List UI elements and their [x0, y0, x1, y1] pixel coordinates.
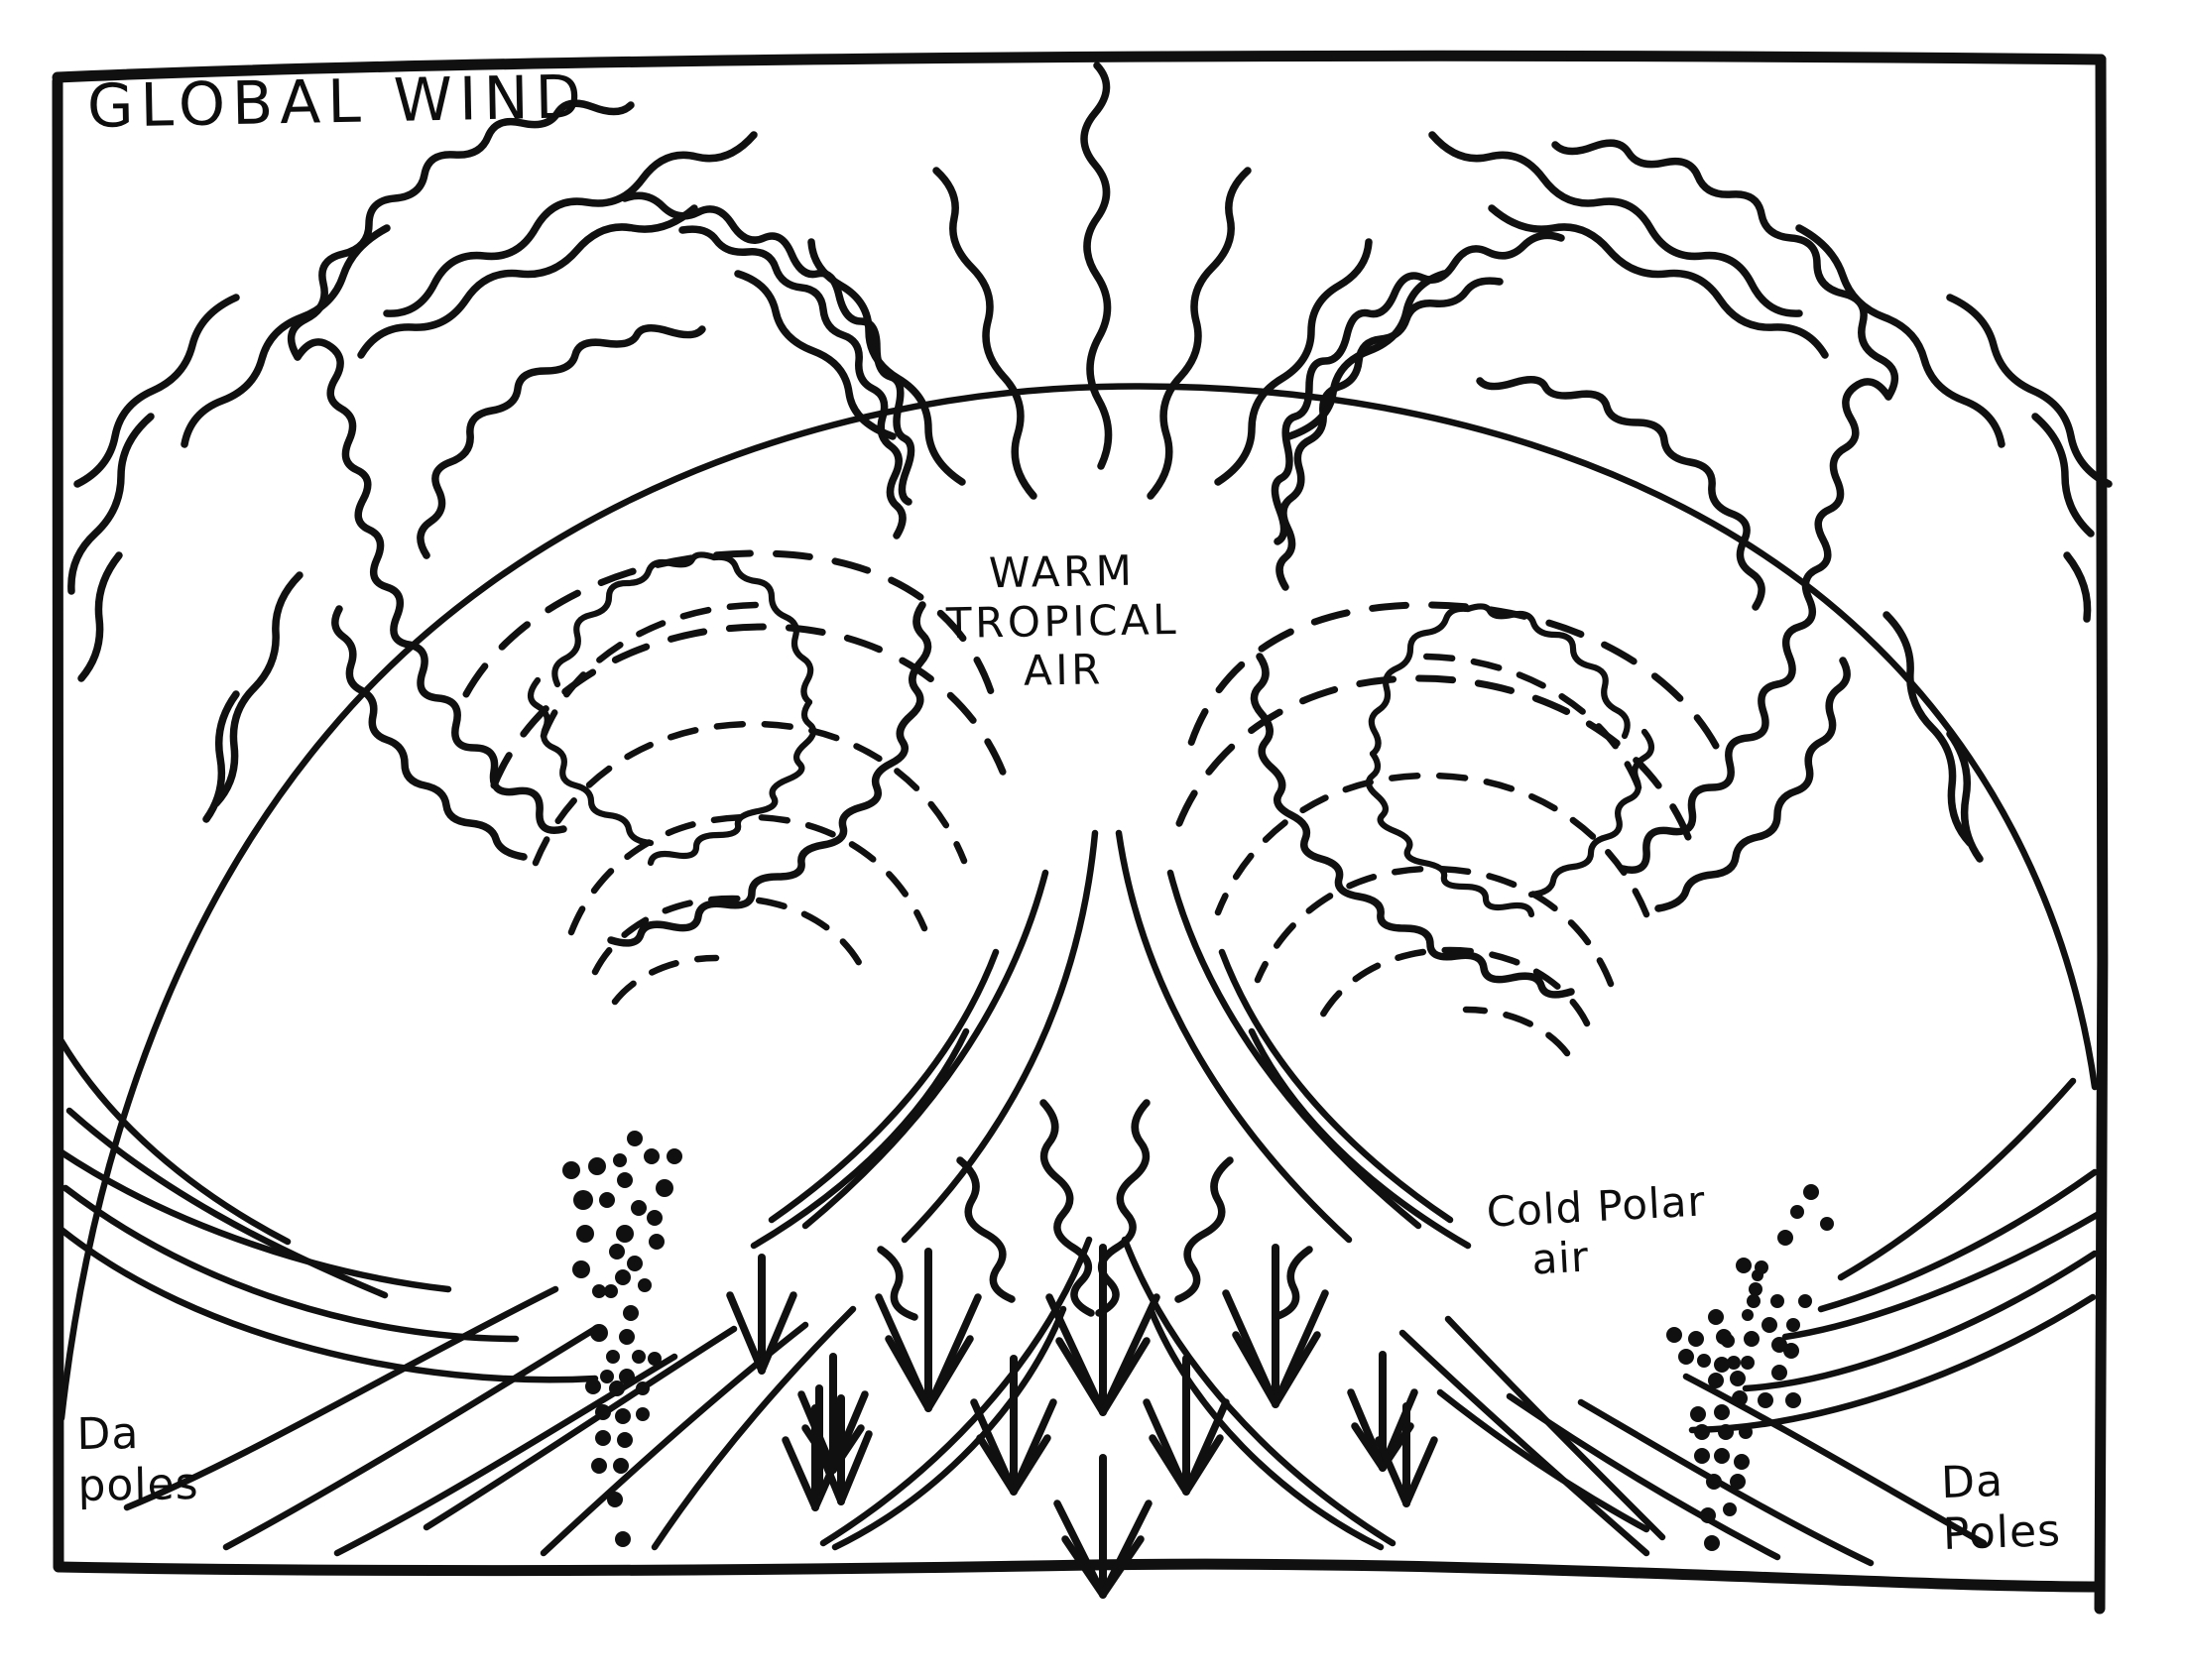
- poles-label-left: Da poles: [76, 1407, 199, 1511]
- central-wavy-downflow: [877, 1099, 1313, 1321]
- warm-tropical-air-label: WARM TROPICAL AIR: [945, 545, 1180, 695]
- cold-polar-air-label: Cold Polar air: [1485, 1176, 1707, 1286]
- wind-arrow: [1045, 1244, 1160, 1416]
- right-vortex: [1172, 139, 1899, 1057]
- poles-label-right: Da Poles: [1940, 1455, 2062, 1560]
- downdraft-arrows: [726, 1244, 1438, 1599]
- base-convergence-curves: [540, 1305, 1666, 1557]
- wind-arrow: [797, 1353, 869, 1474]
- dotted-stream-right: [1666, 1184, 1834, 1551]
- wind-arrow: [1375, 1402, 1438, 1507]
- descending-fan: [750, 829, 1472, 1551]
- wind-arrow: [875, 1248, 982, 1412]
- left-vortex: [287, 99, 1010, 1006]
- polar-streamlines-right: [1436, 1077, 2103, 1567]
- polar-streamlines-left: [58, 1037, 738, 1557]
- wind-arrow: [726, 1254, 797, 1375]
- outer-plumes: [67, 131, 2113, 863]
- wind-arrow: [1222, 1244, 1329, 1408]
- wind-arrow: [1053, 1454, 1153, 1599]
- wind-arrow: [1143, 1355, 1230, 1496]
- wind-arrow: [970, 1355, 1057, 1496]
- central-updraft-plumes: [734, 61, 1448, 500]
- page-title: GLOBAL WIND: [86, 62, 589, 142]
- tropic-arc: [58, 383, 2099, 1422]
